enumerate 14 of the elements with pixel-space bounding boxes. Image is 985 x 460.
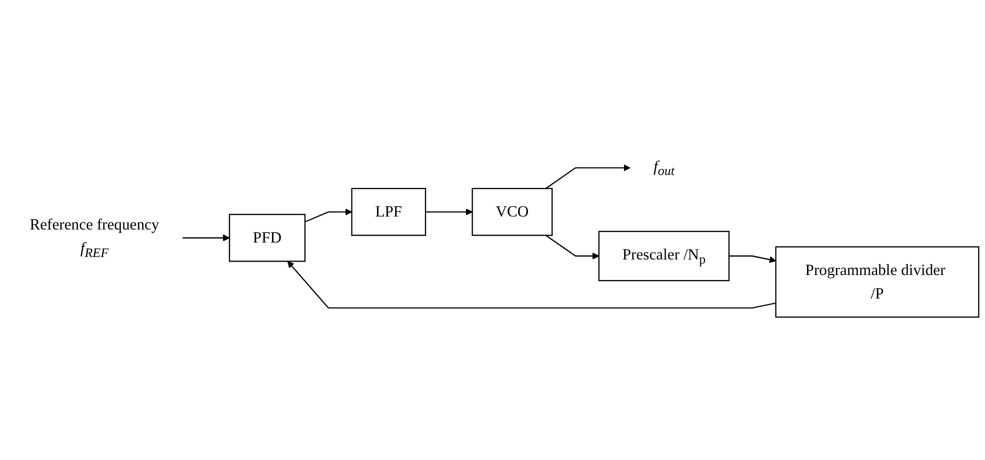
node-text: f$_{out}$ [653, 158, 674, 178]
node-box [472, 188, 553, 236]
arrow [182, 234, 230, 242]
arrow [546, 234, 600, 260]
node-box [228, 214, 306, 262]
arrow [287, 260, 776, 308]
node-text: Reference frequency f$_{REF}$ [30, 216, 160, 260]
node-box [351, 188, 426, 236]
node-box [598, 230, 730, 282]
arrow [304, 208, 352, 222]
node-box [775, 246, 980, 318]
arrow [426, 208, 473, 216]
arrow [728, 255, 776, 263]
arrow [546, 164, 630, 189]
